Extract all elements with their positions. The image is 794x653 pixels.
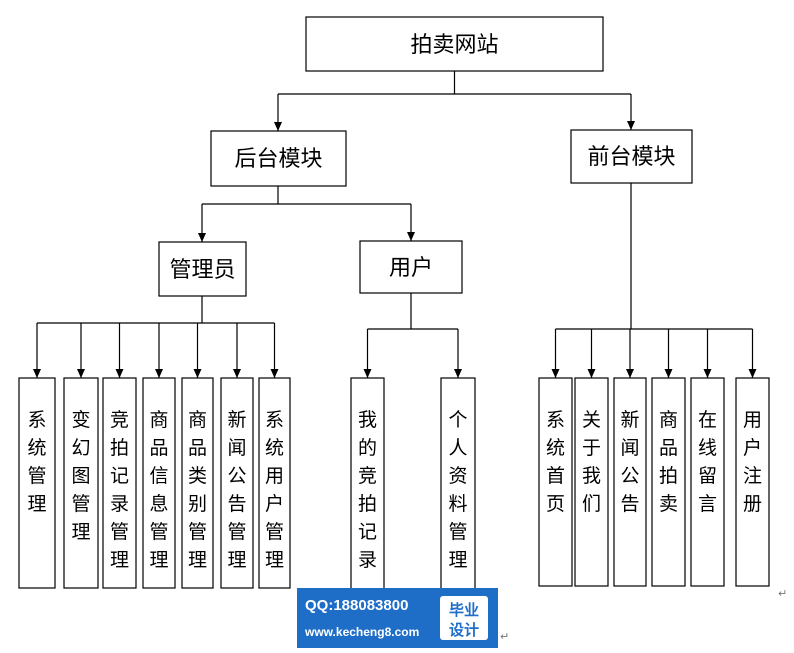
- arrow-head: [454, 369, 462, 378]
- arrow-head: [407, 232, 415, 241]
- admin-leaf-label: 竞拍记录管理: [110, 409, 129, 571]
- node-admin: 管理员: [169, 258, 235, 283]
- arrow-head: [155, 369, 163, 378]
- connector-lines: [33, 71, 757, 378]
- watermark-qq: QQ:188083800: [305, 597, 409, 614]
- arrow-head: [551, 369, 560, 378]
- frontend-leaf-box: [538, 377, 573, 587]
- arrow-head: [664, 369, 673, 378]
- frontend-leaf-label: 用户注册: [743, 409, 762, 515]
- watermark-url: www.kecheng8.com: [305, 625, 420, 639]
- node-box-root: [305, 16, 604, 72]
- admin-leaf-box: [102, 377, 137, 589]
- admin-leaf-label: 系统用户管理: [265, 409, 284, 571]
- user-leaf-label: 我的竞拍记录: [358, 409, 377, 571]
- watermark-badge-line2: 设计: [448, 621, 479, 639]
- admin-leaf-box: [142, 377, 176, 589]
- node-frontend: 前台模块: [587, 145, 675, 170]
- paragraph-mark: ↵: [500, 630, 510, 643]
- user-leaf-box: [440, 377, 476, 591]
- admin-leaf-label: 变幻图管理: [71, 409, 90, 543]
- frontend-leaf-box: [735, 377, 770, 587]
- admin-leaf-box: [18, 377, 56, 589]
- arrow-head: [703, 369, 712, 378]
- arrow-head: [587, 369, 596, 378]
- admin-leaf-box: [63, 377, 99, 589]
- arrow-head: [77, 369, 85, 378]
- arrow-head: [270, 369, 279, 378]
- arrow-head: [33, 369, 41, 378]
- frontend-leaf-box: [690, 377, 725, 587]
- arrow-head: [627, 121, 635, 130]
- admin-leaf-label: 商品信息管理: [149, 409, 168, 571]
- frontend-leaf-label: 新闻公告: [620, 409, 639, 515]
- frontend-leaf-label: 在线留言: [698, 409, 717, 515]
- arrow-head: [748, 369, 757, 378]
- node-box-user: [359, 240, 463, 294]
- arrow-head: [115, 369, 124, 378]
- watermark-banner: QQ:188083800 www.kecheng8.com 毕业 设计: [297, 588, 498, 648]
- admin-leaf-box: [258, 377, 291, 589]
- arrow-head: [626, 369, 634, 378]
- node-root: 拍卖网站: [410, 33, 498, 58]
- arrow-head: [233, 369, 241, 378]
- frontend-leaf-box: [651, 377, 686, 587]
- frontend-leaf-box: [574, 377, 609, 587]
- node-backend: 后台模块: [234, 147, 322, 172]
- paragraph-mark: ↵: [778, 587, 788, 600]
- node-user: 用户: [389, 256, 433, 281]
- admin-leaf-label: 商品类别管理: [188, 409, 207, 571]
- node-box-backend: [210, 130, 347, 187]
- arrow-head: [363, 369, 372, 378]
- node-box-frontend: [570, 129, 693, 184]
- admin-leaf-box: [181, 377, 214, 589]
- admin-leaf-label: 新闻公告管理: [227, 409, 246, 571]
- arrow-head: [198, 233, 206, 242]
- frontend-leaf-label: 商品拍卖: [659, 409, 678, 515]
- user-leaf-label: 个人资料管理: [448, 409, 467, 571]
- admin-leaf-label: 系统管理: [27, 409, 46, 515]
- arrow-head: [274, 122, 282, 131]
- watermark-badge-line1: 毕业: [448, 601, 479, 619]
- frontend-leaf-label: 系统首页: [546, 409, 565, 515]
- frontend-leaf-label: 关于我们: [582, 409, 601, 515]
- arrow-head: [193, 369, 202, 378]
- watermark-badge: 毕业 设计: [440, 596, 488, 640]
- admin-leaf-box: [220, 377, 254, 589]
- node-box-admin: [158, 241, 247, 297]
- frontend-leaf-box: [613, 377, 647, 587]
